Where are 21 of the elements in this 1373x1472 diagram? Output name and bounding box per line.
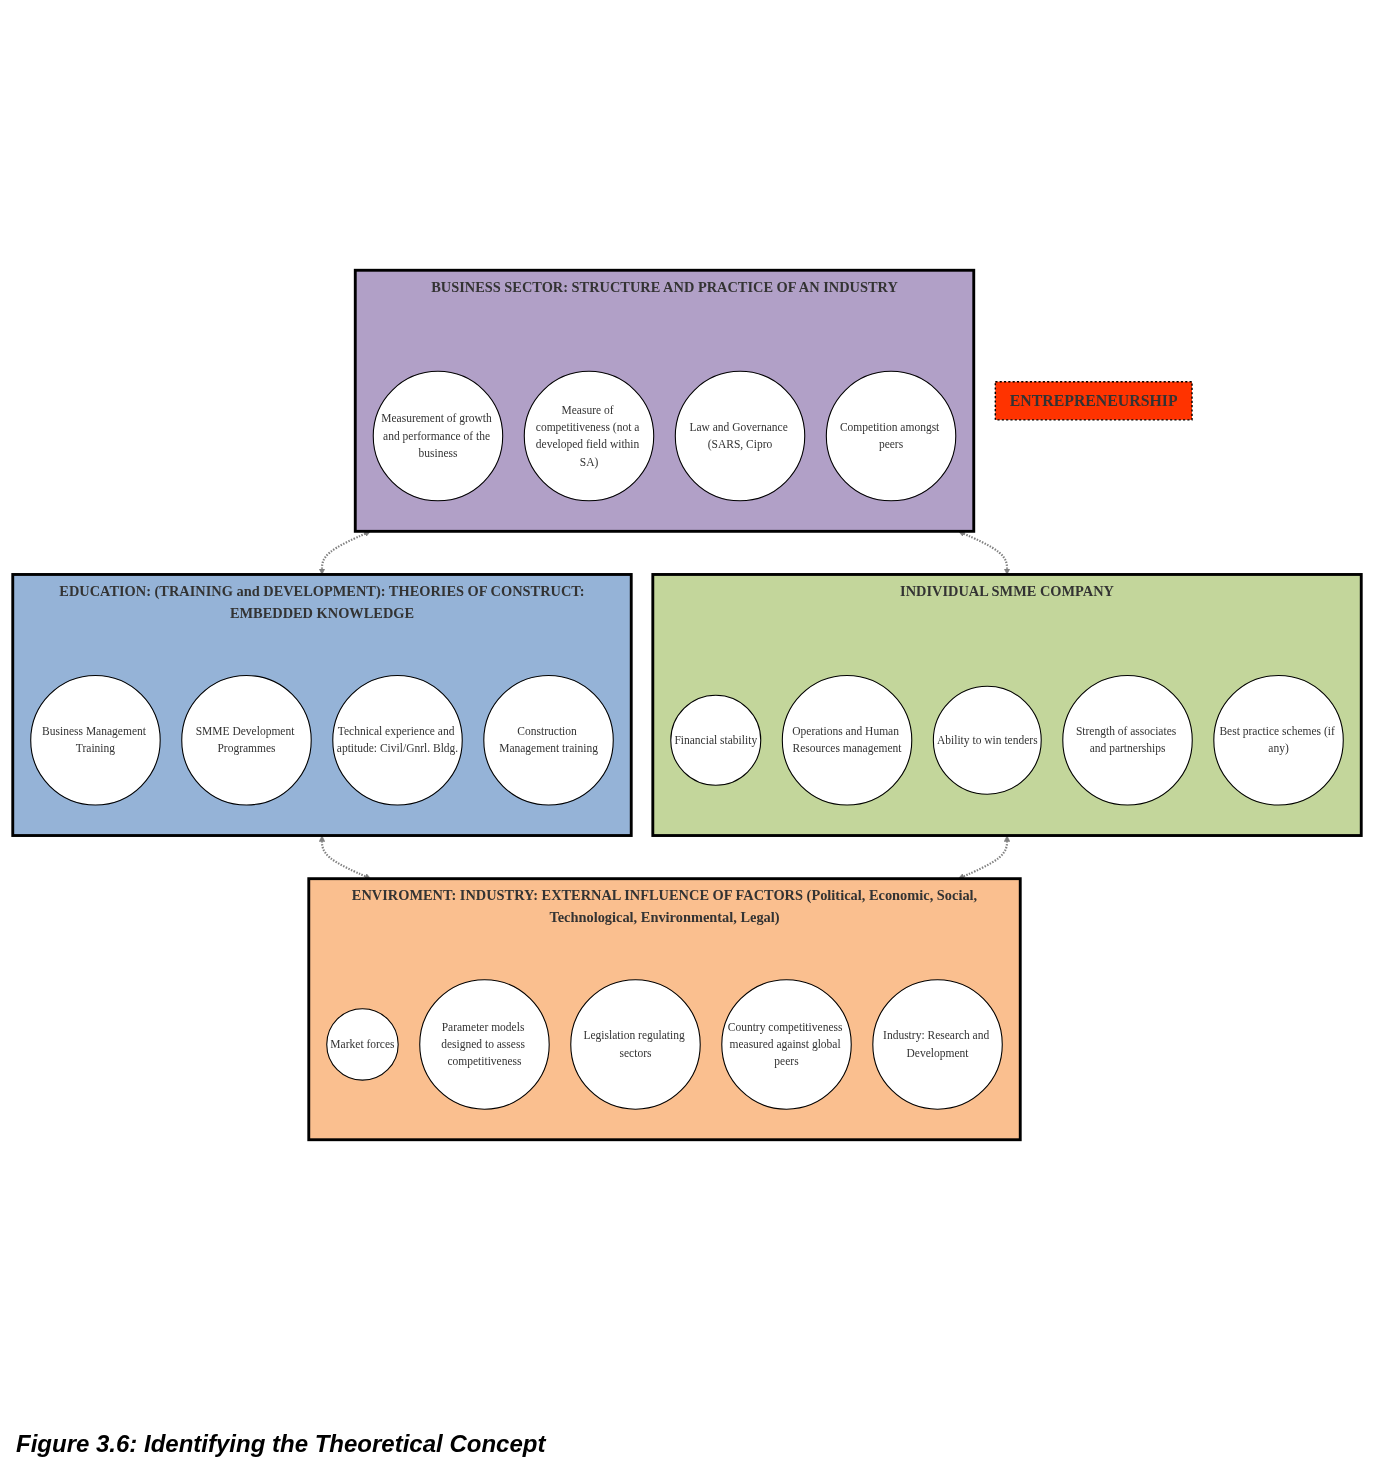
figure-caption: Figure 3.6: Identifying the Theoretical Concept bbox=[16, 1430, 546, 1458]
node-box: ENTREPRENEURSHIP bbox=[994, 381, 1193, 421]
node-circle: Market forces bbox=[325, 1008, 399, 1081]
arrow bbox=[318, 530, 371, 575]
node-circle: Measurement of growth and performance of the business bbox=[372, 370, 503, 502]
node-circle: Measure of competitiveness (not a developed field within SA) bbox=[523, 370, 654, 502]
node-circle: Best practice schemes (if any) bbox=[1212, 674, 1344, 806]
node-circle: Technical experience and aptitude: Civil/Gnrl. Bldg. bbox=[331, 674, 463, 806]
node-circle: Operations and Human Resources management bbox=[781, 674, 912, 806]
node-circle: Parameter models designed to assess competitiveness bbox=[418, 979, 550, 1110]
node-circle: Financial stability bbox=[669, 694, 761, 786]
node-circle: Country competitiveness measured against global peers bbox=[720, 979, 852, 1110]
node-circle: Business Management Training bbox=[29, 674, 161, 806]
node-circle: Competition amongst peers bbox=[825, 370, 956, 502]
node-circle: Strength of associates and partnerships bbox=[1061, 674, 1193, 806]
node-circle: Ability to win tenders bbox=[932, 685, 1042, 795]
node-circle: Legislation regulating sectors bbox=[569, 979, 701, 1110]
node-circle: Law and Governance (SARS, Cipro bbox=[674, 370, 805, 502]
node-circle: Construction Management training bbox=[482, 674, 614, 806]
node-circle: SMME Development Programmes bbox=[180, 674, 312, 806]
node-circle: Industry: Research and Development bbox=[871, 979, 1003, 1110]
